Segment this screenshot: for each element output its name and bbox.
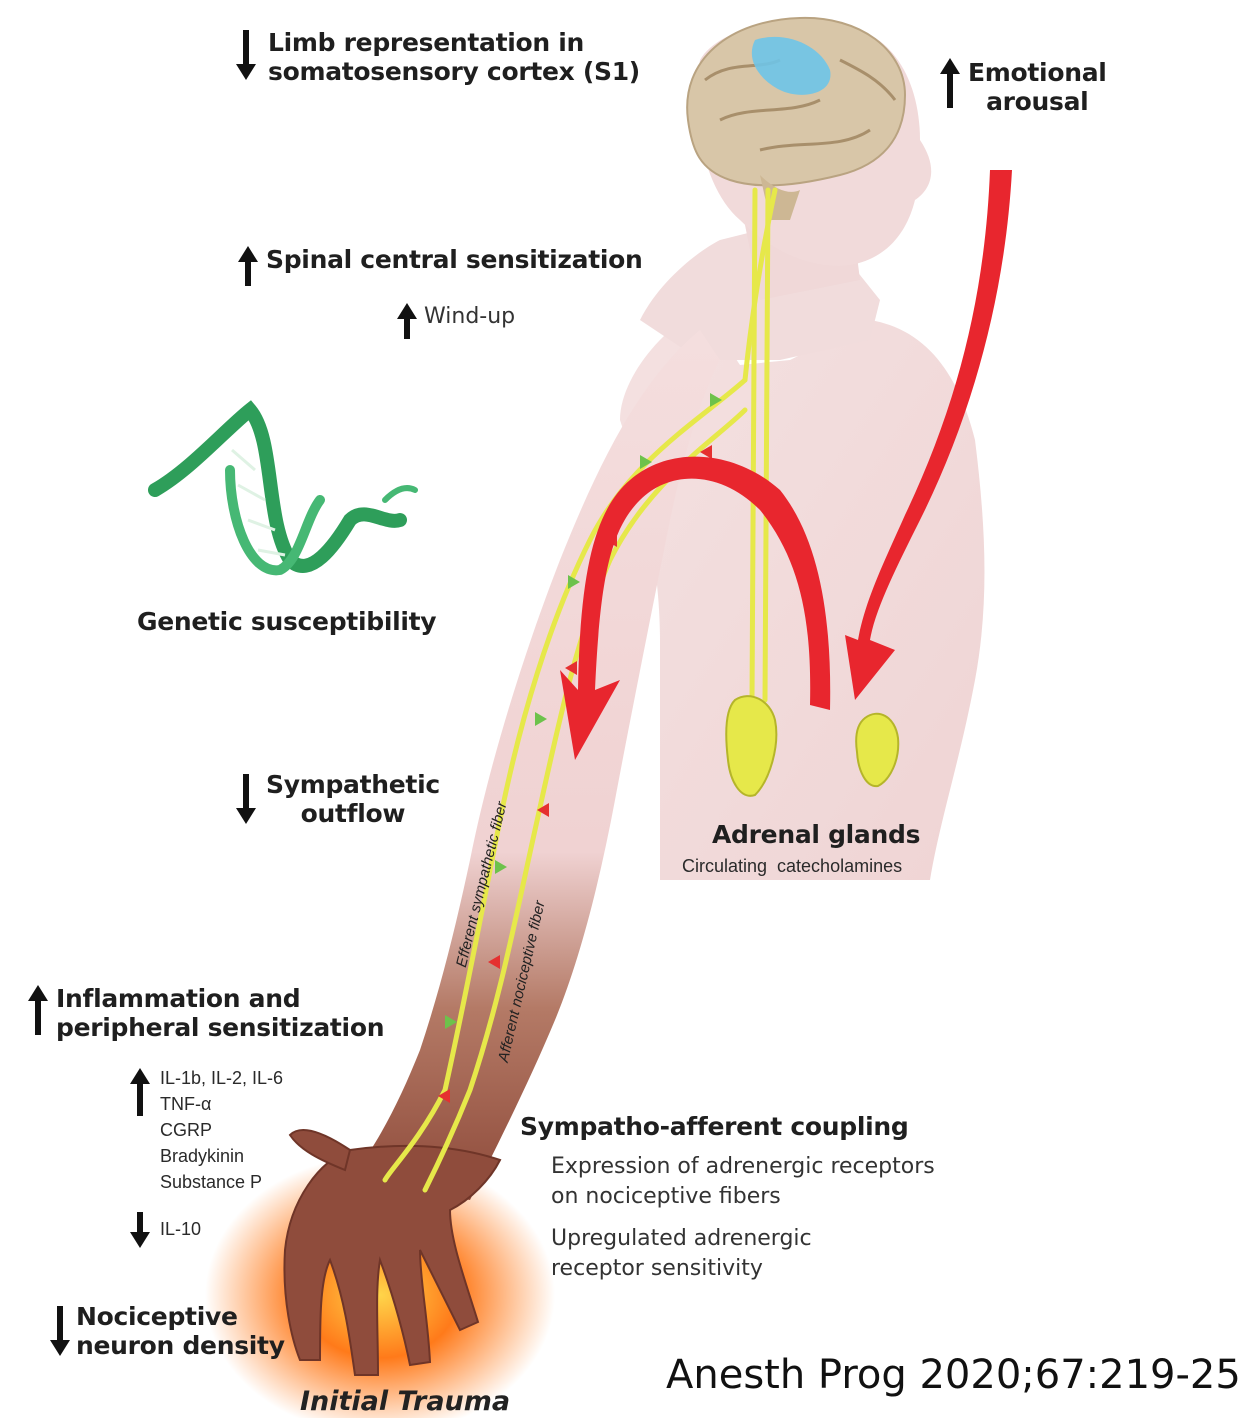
- adrenal-glands-label: Adrenal glands: [712, 820, 920, 849]
- catecholamines-label: Circulating catecholamines: [682, 853, 902, 879]
- initial-trauma-label: Initial Trauma: [300, 1386, 510, 1417]
- genetic-susceptibility-label: Genetic susceptibility: [137, 607, 436, 636]
- mediator-item: Bradykinin: [160, 1143, 283, 1169]
- il10-label: IL-10: [160, 1216, 201, 1242]
- limb-representation-label: Limb representation in somatosensory cor…: [268, 28, 640, 86]
- mediators-up-list: IL-1b, IL-2, IL-6 TNF-α CGRP Bradykinin …: [160, 1065, 283, 1195]
- dna-helix: [155, 410, 415, 570]
- emotional-arousal-label: Emotional arousal: [968, 58, 1107, 116]
- spinal-sensitization-label: Spinal central sensitization: [266, 245, 643, 274]
- nociceptive-density-label: Nociceptive neuron density: [76, 1302, 285, 1360]
- citation: Anesth Prog 2020;67:219-25: [666, 1352, 1241, 1398]
- mediator-item: CGRP: [160, 1117, 283, 1143]
- mediator-item: Substance P: [160, 1169, 283, 1195]
- inflammation-label: Inflammation and peripheral sensitizatio…: [56, 984, 384, 1042]
- windup-label: Wind-up: [424, 302, 515, 332]
- coupling-item-2: Upregulated adrenergic receptor sensitiv…: [551, 1224, 812, 1284]
- sympathetic-outflow-label: Sympathetic outflow: [266, 770, 440, 828]
- coupling-item-1: Expression of adrenergic receptors on no…: [551, 1152, 935, 1212]
- mediator-item: IL-1b, IL-2, IL-6: [160, 1065, 283, 1091]
- coupling-title: Sympatho-afferent coupling: [520, 1112, 908, 1141]
- mediator-item: TNF-α: [160, 1091, 283, 1117]
